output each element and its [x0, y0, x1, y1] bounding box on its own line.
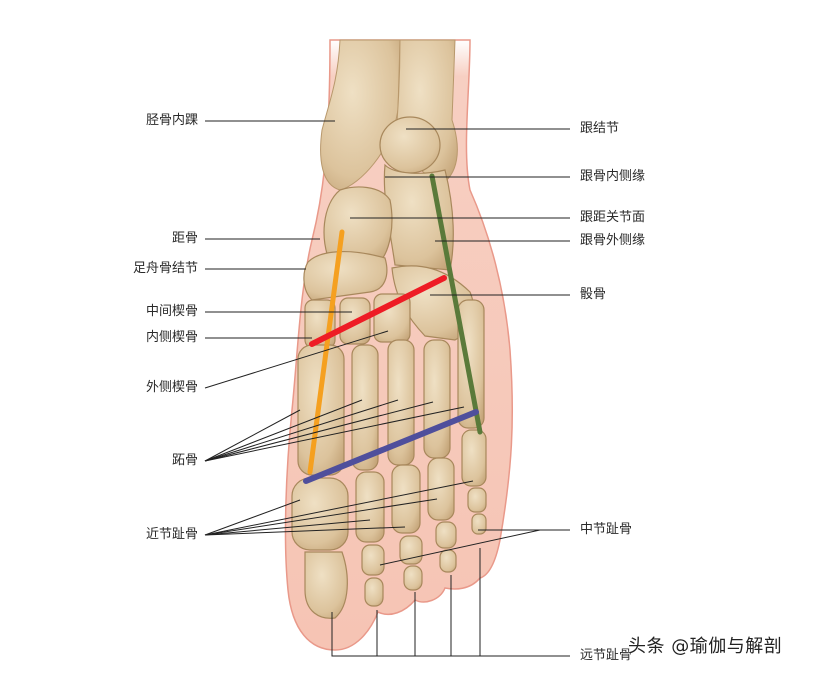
label-calcaneal-tuberosity: 跟结节 [580, 121, 620, 136]
talus-bone [323, 186, 393, 263]
label-lateral-cuneiform: 外侧楔骨 [145, 380, 198, 395]
label-intermediate-cuneiform: 中间楔骨 [145, 304, 198, 319]
red-transverse-line [309, 275, 447, 347]
label-calcaneus-medial-border: 跟骨内侧缘 [580, 169, 646, 184]
blue-metatarsal-line [303, 409, 479, 484]
label-proximal-phalanges: 近节趾骨 [145, 527, 198, 542]
label-talus: 距骨 [171, 231, 198, 246]
label-subtalar-articular-surface: 跟距关节面 [580, 210, 646, 225]
label-middle-phalanges: 中节趾骨 [580, 522, 633, 537]
label-calcaneus-lateral-border: 跟骨外侧缘 [580, 233, 646, 248]
phalanx-bones [291, 429, 487, 619]
watermark: 头条 @瑜伽与解剖 [628, 636, 783, 657]
leader-lines-left [204, 120, 474, 536]
label-metatarsals: 跖骨 [171, 453, 198, 468]
label-distal-phalanges: 远节趾骨 [580, 648, 633, 663]
navicular-bone [303, 251, 388, 301]
green-lateral-line [429, 173, 483, 435]
label-tibia-medial-malleolus: 胫骨内踝 [145, 113, 198, 128]
label-medial-cuneiform: 内侧楔骨 [145, 330, 198, 345]
leader-lines-right [331, 128, 570, 657]
label-cuboid: 骰骨 [580, 287, 607, 302]
label-navicular-tuberosity: 足舟骨结节 [132, 261, 198, 276]
metatarsal-bones [297, 299, 485, 476]
